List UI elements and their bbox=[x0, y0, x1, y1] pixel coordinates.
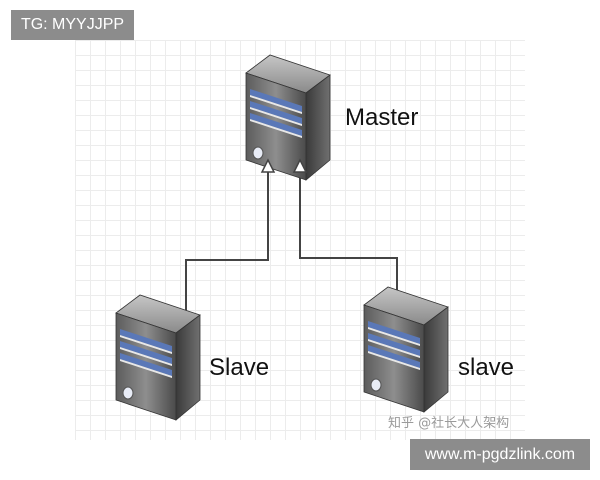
watermark-text: 知乎 @社长大人架构 bbox=[388, 416, 510, 431]
slave-right-server-icon bbox=[363, 286, 449, 413]
footer-url: www.m-pgdzlink.com bbox=[410, 439, 590, 470]
slave-left-server-icon bbox=[115, 294, 201, 421]
arrowhead-right-icon bbox=[292, 158, 308, 173]
slave-left-label: Slave bbox=[209, 354, 270, 381]
arrowhead-left-icon bbox=[260, 158, 276, 173]
master-label: Master bbox=[345, 104, 419, 131]
tag-badge: TG: MYYJJPP bbox=[11, 10, 134, 40]
slave-right-label: slave bbox=[458, 354, 515, 381]
master-server-icon bbox=[245, 54, 331, 181]
